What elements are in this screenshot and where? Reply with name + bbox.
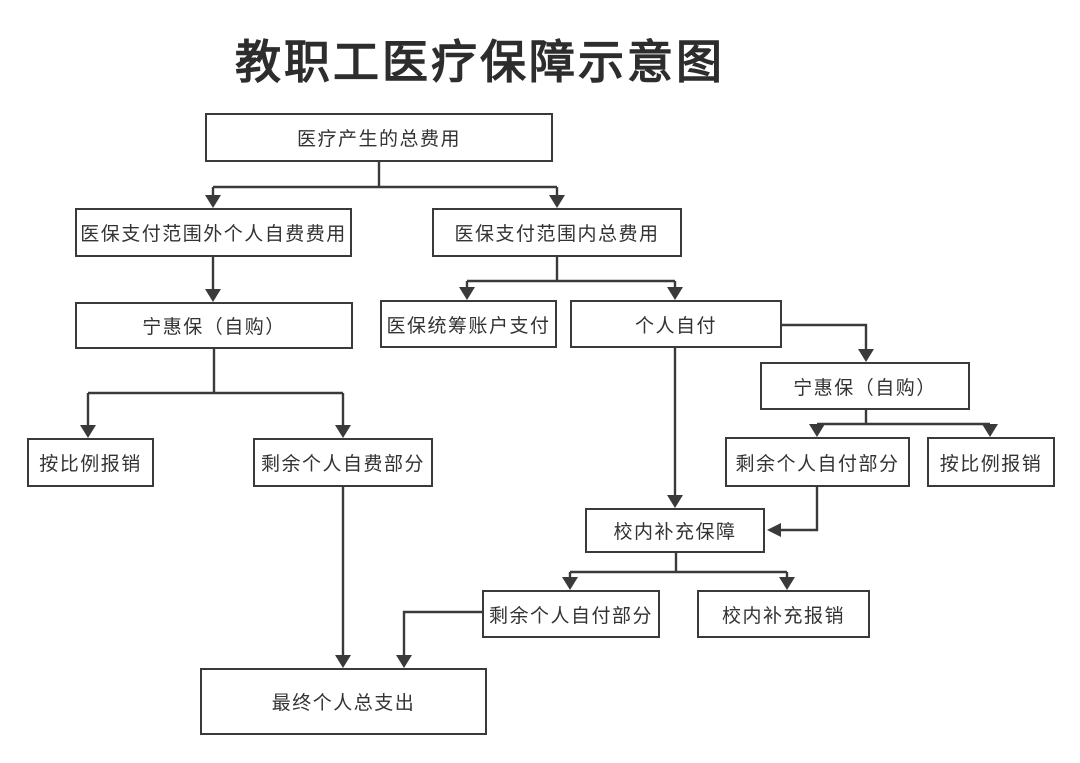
arrowhead <box>767 523 781 537</box>
edge-personal-to-campus-supplement <box>667 348 683 508</box>
arrowhead <box>779 577 795 590</box>
arrowhead <box>459 287 475 300</box>
edge-total-cost-split <box>205 162 565 208</box>
edge-ninghuibao-right-split <box>809 410 998 437</box>
edge-ninghuibao-left-split <box>80 349 351 438</box>
arrowhead <box>667 287 683 300</box>
diagram-title: 教职工医疗保障示意图 <box>235 36 725 88</box>
arrowhead <box>205 289 221 302</box>
node-total-cost: 医疗产生的总费用 <box>205 113 553 162</box>
node-final-total: 最终个人总支出 <box>200 668 487 735</box>
node-campus-supplement: 校内补充保障 <box>585 508 765 553</box>
arrowhead <box>396 655 412 668</box>
node-pooling-account: 医保统筹账户支付 <box>380 300 557 348</box>
node-ninghuibao-right: 宁惠保（自购） <box>760 362 970 410</box>
node-proportional-reimb-left: 按比例报销 <box>27 438 154 487</box>
node-ninghuibao-left: 宁惠保（自购） <box>75 302 353 349</box>
arrowhead <box>80 425 96 438</box>
arrowhead <box>858 349 874 362</box>
edge-remaining-self-funded-to-final <box>335 487 351 668</box>
arrowhead <box>982 424 998 437</box>
arrowhead <box>562 577 578 590</box>
node-remaining-self-pay-right: 剩余个人自付部分 <box>725 437 910 487</box>
arrowhead <box>335 655 351 668</box>
edge-remaining-bottom-to-final <box>396 610 482 668</box>
arrowhead <box>809 424 825 437</box>
arrowhead <box>667 495 683 508</box>
node-outside-scope-self-pay: 医保支付范围外个人自费费用 <box>75 208 352 257</box>
node-proportional-reimb-right: 按比例报销 <box>927 437 1055 487</box>
edge-within-scope-split <box>459 256 683 300</box>
arrowhead <box>205 195 221 208</box>
node-within-scope-total: 医保支付范围内总费用 <box>432 208 682 257</box>
node-campus-supplement-reimb: 校内补充报销 <box>697 590 870 638</box>
node-remaining-self-pay-bottom: 剩余个人自付部分 <box>482 590 660 638</box>
arrowhead <box>549 195 565 208</box>
edge-personal-to-ninghuibao-right <box>782 323 874 362</box>
edge-remaining-right-to-campus-supplement <box>767 487 819 537</box>
node-personal-self-pay: 个人自付 <box>570 300 782 348</box>
edge-campus-supplement-split <box>562 553 795 590</box>
node-remaining-self-funded: 剩余个人自费部分 <box>253 438 433 487</box>
arrowhead <box>335 425 351 438</box>
edge-outside-to-ninghuibao-left <box>205 257 221 302</box>
